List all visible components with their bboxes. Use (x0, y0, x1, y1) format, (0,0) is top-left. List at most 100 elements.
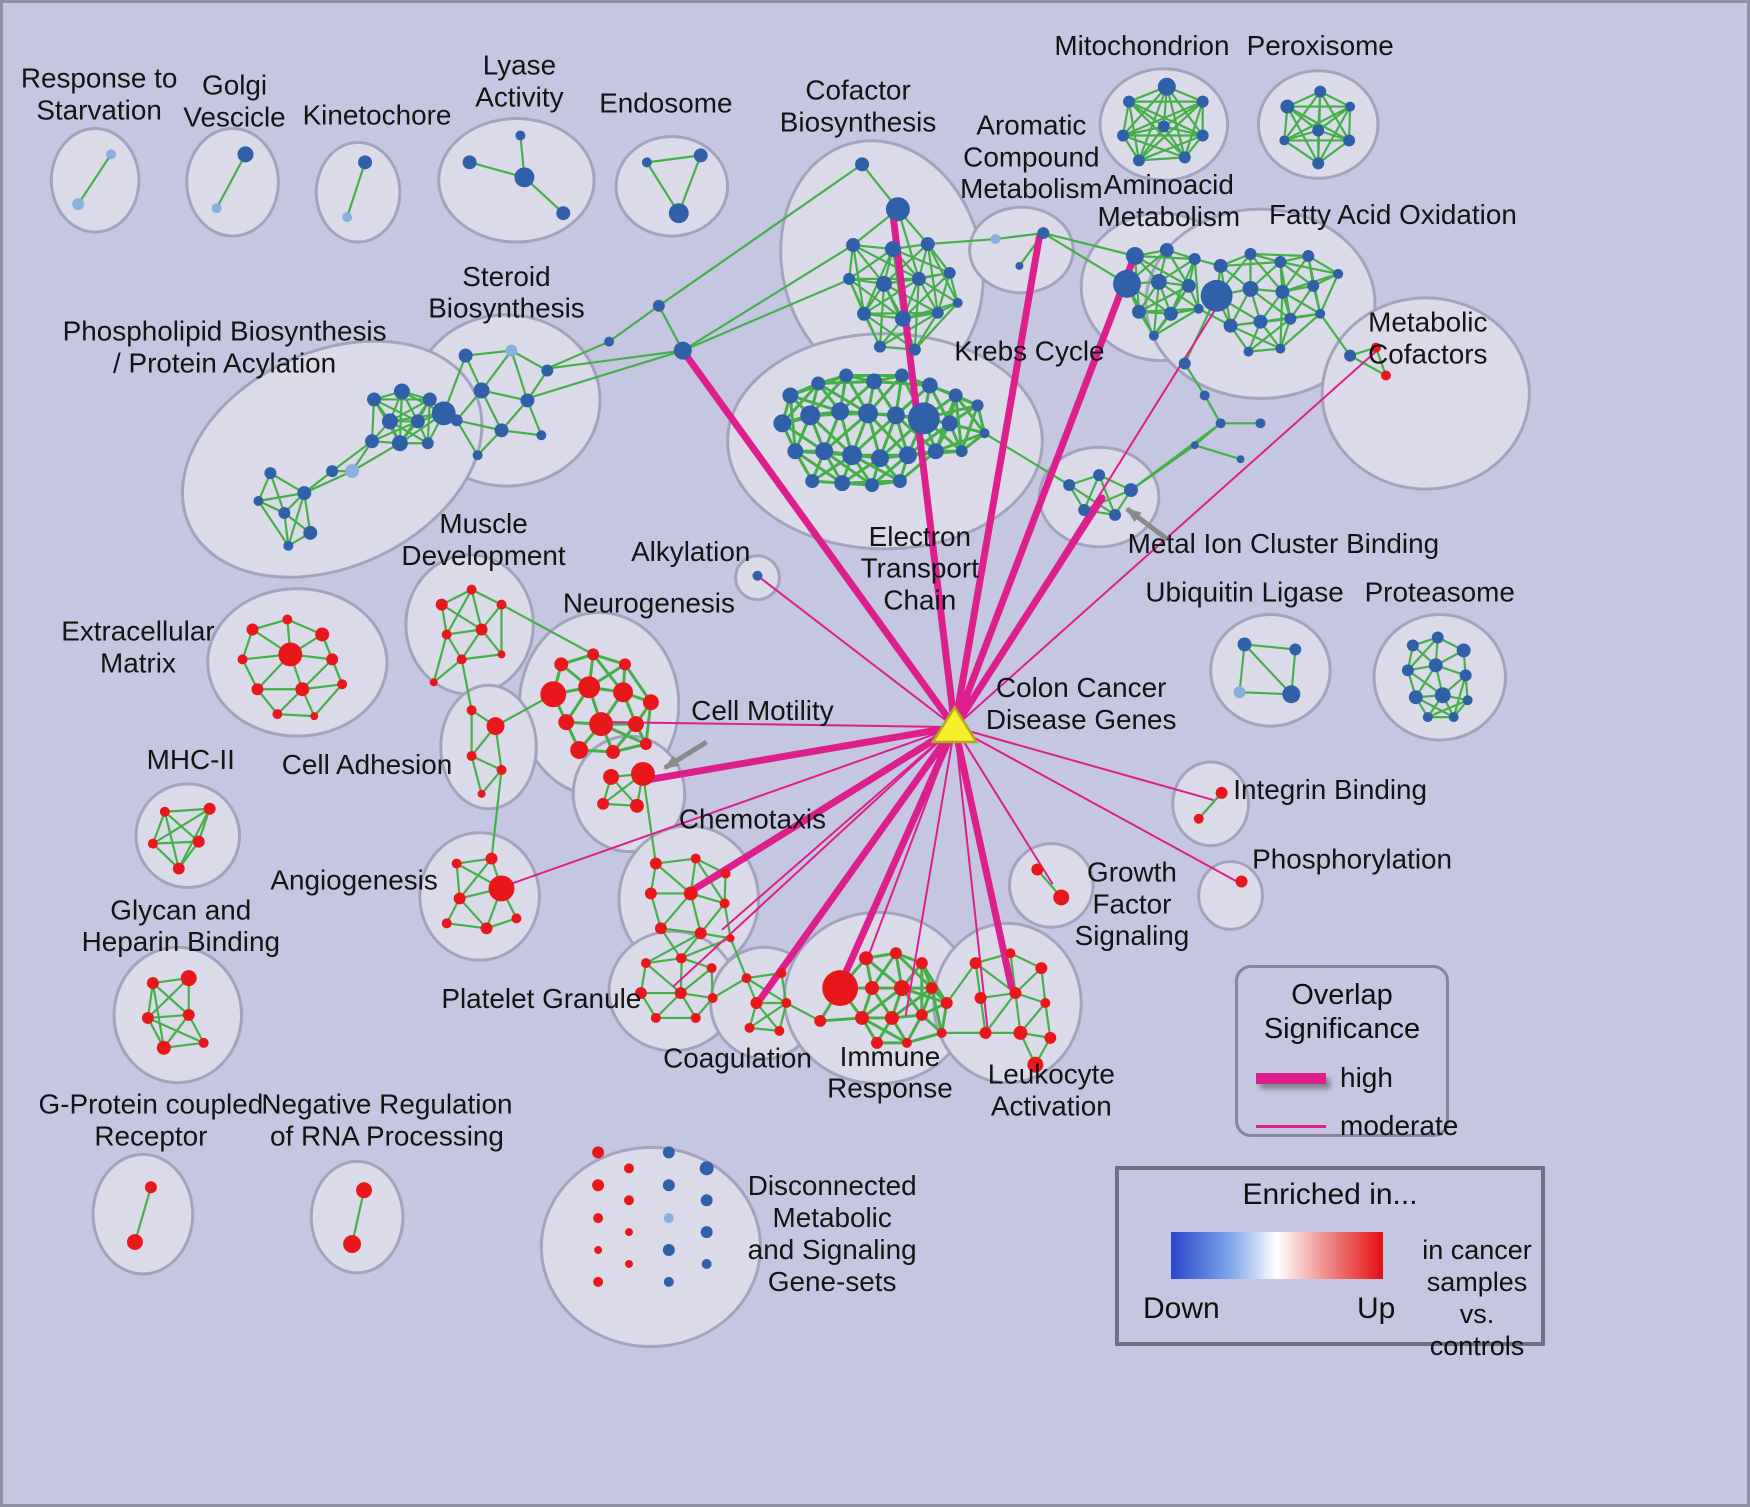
hub-label-colon-cancer-disease-genes-line: Colon Cancer (996, 672, 1166, 703)
gene-set-node-mhc-ii (192, 835, 205, 848)
gene-set-node-proteasome (1456, 643, 1471, 658)
enriched-in-legend: Enriched in... Down Up in cancer samples… (1115, 1166, 1545, 1361)
cluster-label-peroxisome: Peroxisome (1247, 30, 1394, 61)
inter-cluster-edge (1129, 422, 1222, 492)
gene-set-node-junction (652, 299, 665, 312)
cluster-label-platelet-granule-line: Platelet Granule (441, 983, 641, 1014)
gene-set-node-electron-transport-chain (834, 475, 851, 492)
gene-set-node-aminoacid-metabolism (1125, 247, 1144, 265)
gene-set-edge-cofactor-biosynthesis (913, 311, 939, 351)
gene-set-node-extracellular-matrix (237, 654, 248, 665)
gene-set-node-cofactor-biosynthesis (952, 297, 963, 308)
gene-set-node-leukocyte-activation (1035, 962, 1048, 975)
gene-set-node-phospholipid-biosynthesis (410, 414, 425, 429)
gene-set-node-angiogenesis (441, 918, 452, 929)
cluster-ellipse-kinetochore (314, 140, 402, 244)
gene-set-node-fatty-acid-oxidation (1274, 255, 1287, 268)
gene-set-edge-steroid-biosynthesis (455, 419, 479, 457)
inter-cluster-edge (945, 962, 977, 1005)
gene-set-node-disconnected-gene-sets (662, 1244, 675, 1256)
gene-set-node-proteasome (1434, 687, 1451, 704)
gene-set-edge-glycan-heparin-binding (151, 981, 165, 1049)
gene-set-edge-aminoacid-metabolism (1152, 280, 1160, 337)
gene-set-node-immune-response (893, 980, 910, 997)
cluster-label-phospholipid-biosynthesis: Phospholipid Biosynthesis/ Protein Acyla… (63, 316, 387, 379)
inter-cluster-edge (711, 977, 748, 1000)
gene-set-edge-kinetochore (346, 161, 367, 219)
gene-set-node-mhc-ii (147, 838, 158, 849)
inter-cluster-edge (546, 349, 684, 370)
gene-set-edge-steroid-biosynthesis (455, 419, 503, 432)
cluster-label-golgi-vescicle-line: Golgi (202, 70, 267, 101)
inter-cluster-edge (729, 937, 748, 980)
overlap-edge-moderate (904, 726, 956, 1016)
gene-set-node-chemotaxis (683, 886, 698, 901)
gene-set-edge-electron-transport-chain (934, 431, 987, 453)
gene-set-node-immune-response (855, 1010, 870, 1025)
gene-set-node-cofactor-biosynthesis (843, 272, 856, 285)
gene-set-node-phospholipid-biosynthesis (421, 437, 434, 450)
gene-set-node-disconnected-gene-sets (624, 1195, 634, 1206)
gene-set-node-metal-ion-cluster-binding (1124, 483, 1138, 498)
cluster-label-growth-factor-signaling-line: Signaling (1075, 920, 1190, 951)
colon-cancer-hub-triangle (930, 704, 979, 744)
gene-set-edge-aminoacid-metabolism (1152, 307, 1200, 337)
gene-set-node-ubiquitin-ligase (1282, 685, 1301, 704)
layer-nodes (72, 77, 1473, 1287)
inter-cluster-edge (641, 772, 657, 865)
gene-set-node-cofactor-biosynthesis (857, 306, 872, 321)
gene-set-edge-mitochondrion (1121, 85, 1168, 137)
gene-set-edge-ubiquitin-ligase (1243, 643, 1297, 651)
gene-set-node-leukocyte-activation (974, 992, 987, 1004)
gene-set-edge-muscle-development (470, 588, 503, 606)
gene-set-edge-immune-response (860, 986, 904, 1020)
gene-set-node-coagulation (776, 968, 787, 979)
gene-set-node-steroid-biosynthesis (536, 430, 547, 441)
gene-set-edge-mitochondrion (1183, 100, 1204, 159)
gene-set-edge-phospholipid-biosynthesis (426, 398, 431, 445)
overlap-edge-moderate (721, 726, 956, 931)
gene-set-node-mitochondrion (1157, 120, 1170, 133)
gene-set-node-golgi-vescicle (211, 203, 222, 214)
overlap-edge-moderate (672, 726, 956, 988)
layer-hub (930, 704, 979, 744)
cluster-label-chemotaxis-line: Chemotaxis (679, 804, 826, 835)
gene-set-node-peroxisome (1312, 157, 1325, 170)
overlap-edge-high (643, 723, 959, 784)
gene-set-node-immune-response (814, 1014, 827, 1027)
overlap-edge-high (756, 723, 959, 1003)
cluster-label-coagulation: Coagulation (663, 1043, 812, 1074)
gene-set-node-coagulation (750, 997, 763, 1009)
gene-set-node-aminoacid-metabolism (1150, 273, 1167, 290)
gene-set-node-junction (1178, 357, 1191, 370)
gene-set-node-aromatic-compound-metabolism (990, 234, 1001, 245)
cluster-label-electron-transport-chain-line: Electron (869, 521, 971, 552)
gene-set-edge-immune-response (890, 986, 934, 1020)
gene-set-node-muscle-development (435, 598, 448, 611)
inter-cluster-edge (1193, 444, 1242, 461)
gene-set-node-phospholipid-biosynthesis (264, 467, 277, 480)
gene-set-node-extracellular-matrix (315, 627, 330, 642)
gene-set-edge-coagulation (748, 1001, 788, 1029)
cluster-label-electron-transport-chain-line: Chain (883, 585, 956, 616)
gene-set-node-aromatic-compound-metabolism (1037, 227, 1050, 240)
gene-set-edge-extracellular-matrix (313, 683, 344, 718)
gene-set-edge-coagulation (780, 972, 788, 1005)
gene-set-node-junction (673, 341, 692, 360)
gene-set-node-aminoacid-metabolism (1181, 278, 1196, 293)
gene-set-node-fatty-acid-oxidation (1243, 346, 1254, 357)
gene-set-edge-negative-regulation-rna-processing (350, 1189, 366, 1246)
gene-set-node-proteasome (1408, 690, 1423, 705)
gene-set-node-cofactor-biosynthesis (908, 343, 921, 356)
gene-set-edge-mitochondrion (1121, 125, 1165, 137)
gene-set-edge-peroxisome (1319, 90, 1351, 142)
gene-set-edge-proteasome (1426, 699, 1469, 719)
overlap-edge-high (951, 256, 1137, 731)
cluster-label-negative-regulation-rna-processing-line: Negative Regulation (261, 1089, 512, 1120)
gene-set-node-cell-motility (630, 761, 655, 786)
gene-set-node-metal-ion-cluster-binding (1109, 508, 1122, 521)
gene-set-node-cofactor-biosynthesis (911, 271, 926, 286)
cluster-label-alkylation: Alkylation (631, 536, 750, 567)
gene-set-edge-muscle-development (440, 603, 483, 631)
